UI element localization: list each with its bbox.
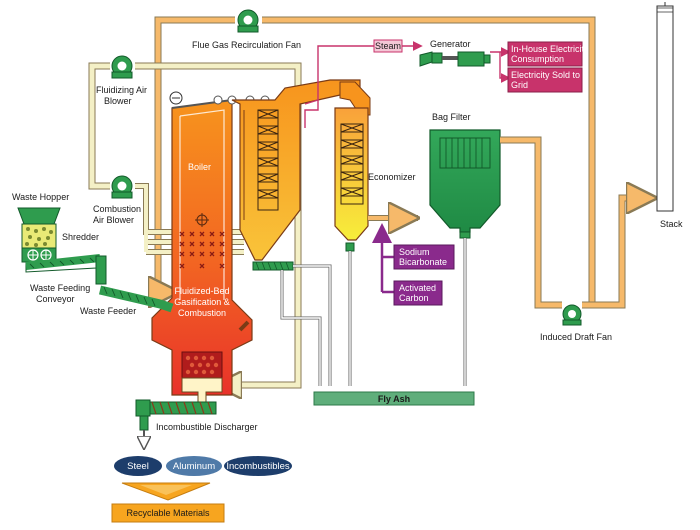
- waste-feeder-label: Waste Feeder: [80, 306, 136, 316]
- bag-filter-label: Bag Filter: [432, 112, 471, 122]
- incombustibles-output: [224, 456, 292, 476]
- fluidizing-label-line1: Fluidizing Air: [96, 85, 147, 95]
- electricity-sold-box: [507, 67, 583, 93]
- incombustibles-label: Incombustibles: [226, 461, 290, 472]
- waste-feeder: [98, 285, 174, 313]
- recyclable-funnel: [121, 482, 211, 501]
- steel-label: Steel: [127, 461, 149, 472]
- steel-output: [114, 456, 162, 476]
- aluminum-output: [166, 456, 222, 476]
- gasification-label-line3: Combustion: [178, 308, 226, 318]
- incombustible-discharger: [135, 399, 217, 446]
- fly-ash-label: Fly Ash: [378, 394, 410, 404]
- combustion-air-blower-icon: [111, 175, 133, 199]
- waste-hopper-shredder: [17, 207, 61, 263]
- steam-line: [304, 41, 511, 128]
- sold-label-line1: Electricity Sold to: [511, 70, 580, 80]
- stack-label: Stack: [660, 219, 683, 229]
- aluminum-label: Aluminum: [173, 461, 215, 472]
- shredder-label: Shredder: [62, 232, 99, 242]
- induced-fan-label: Induced Draft Fan: [540, 332, 612, 342]
- generator: [419, 51, 491, 67]
- in-house-label-line2: Consumption: [511, 54, 564, 64]
- sodium-label-line2: Bicarbonate: [399, 257, 447, 267]
- induced-draft-fan: [562, 198, 650, 326]
- gasification-label-line2: Gasification &: [174, 297, 230, 307]
- boiler-label: Boiler: [188, 162, 211, 172]
- sodium-label-line1: Sodium: [399, 247, 430, 257]
- sold-label-line2: Grid: [511, 80, 528, 90]
- incombustible-discharger-label: Incombustible Discharger: [156, 422, 258, 432]
- flue-gas-fan-label: Flue Gas Recirculation Fan: [192, 40, 301, 50]
- air-nozzle-grid: [179, 231, 225, 269]
- conveyor-label-line1: Waste Feeding: [30, 283, 90, 293]
- economizer: [334, 107, 369, 252]
- fluidizing-label-line2: Blower: [104, 96, 132, 106]
- waste-feeding-conveyor: [25, 254, 107, 285]
- in-house-electricity-box: [507, 41, 583, 67]
- gasification-label-line1: Fluidized-Bed: [174, 286, 229, 296]
- combustion-label-line1: Combustion: [93, 204, 141, 214]
- economizer-label: Economizer: [368, 172, 416, 182]
- conveyor-label-line2: Conveyor: [36, 294, 75, 304]
- sorbent-injection: [372, 223, 455, 306]
- flue-gas-recirculation-duct: [158, 16, 596, 305]
- steam-label: Steam: [375, 41, 401, 51]
- waste-hopper-label: Waste Hopper: [12, 192, 69, 202]
- fluidizing-air-blower-icon: [111, 55, 133, 79]
- fly-ash-bar: [313, 391, 475, 406]
- generator-label: Generator: [430, 39, 471, 49]
- bag-filter: [429, 129, 562, 309]
- in-house-label-line1: In-House Electricity: [511, 44, 589, 54]
- fly-ash-lines: [280, 238, 467, 386]
- activated-label-line2: Carbon: [399, 293, 429, 303]
- steam-tag: [373, 39, 403, 53]
- stack: [656, 2, 674, 212]
- combustion-label-line2: Air Blower: [93, 215, 134, 225]
- recyclable-label: Recyclable Materials: [126, 508, 210, 518]
- flue-gas-recirculation-fan-icon: [237, 9, 259, 33]
- activated-label-line1: Activated: [399, 283, 436, 293]
- recyclable-materials-box: [111, 503, 225, 523]
